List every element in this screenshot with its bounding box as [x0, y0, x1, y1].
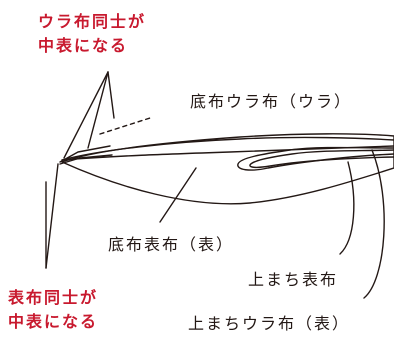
pointer-top-red-dashed	[99, 117, 151, 135]
label-bottom-lining: 底布ウラ布（ウラ）	[190, 92, 353, 111]
label-outer-face-to-face: 表布同士が 中表になる	[8, 288, 99, 331]
pointer-upper-lining	[363, 149, 385, 299]
bottom-outer-fabric-shape	[61, 133, 394, 205]
left-edge-upper	[59, 145, 111, 163]
left-edge-lower	[59, 154, 113, 165]
pointer-top-red-1	[87, 71, 109, 149]
label-upper-lining: 上まちウラ布（表）	[188, 314, 351, 333]
pointer-top-red-2	[63, 71, 109, 159]
gusset-fold-inner	[249, 149, 394, 169]
label-upper-outer: 上まち表布	[248, 270, 339, 289]
pointer-bottom-outer	[159, 167, 197, 223]
pointer-bottom-red-1	[45, 163, 59, 269]
label-lining-face-to-face: ウラ布同士が 中表になる	[38, 12, 147, 55]
label-bottom-outer: 底布表布（表）	[108, 235, 235, 254]
pointer-top-red-3	[107, 71, 115, 119]
bottom-lining-fabric-shape	[61, 136, 394, 161]
pointer-upper-outer	[339, 161, 355, 255]
